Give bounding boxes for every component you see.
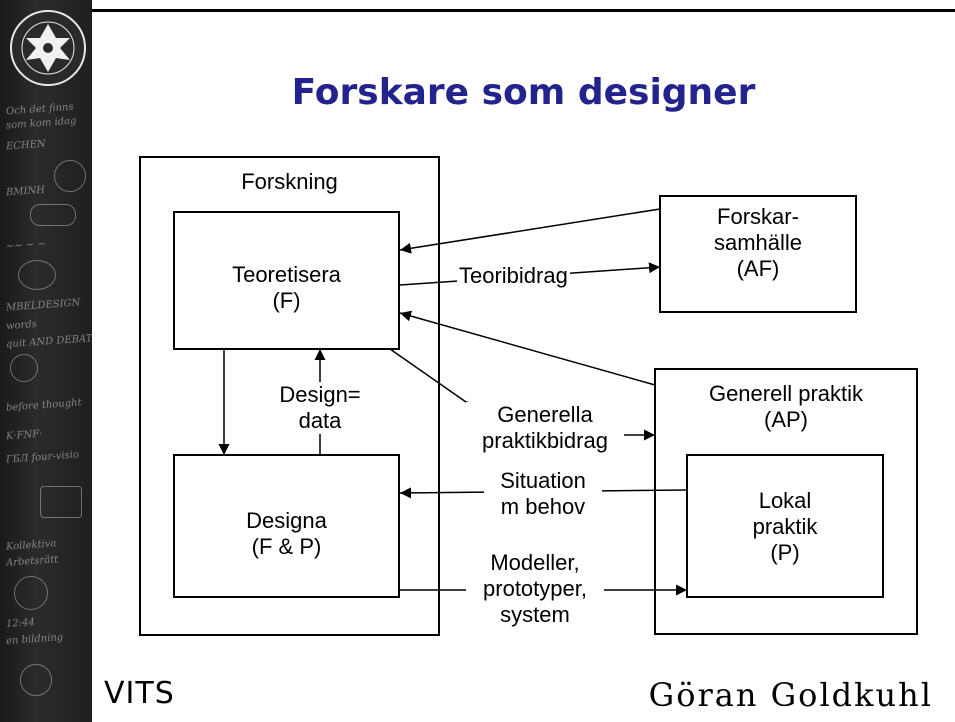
teoretisera-title: Teoretisera (232, 262, 341, 287)
teoretisera-code: (F) (272, 288, 301, 313)
designa-box (173, 454, 400, 598)
generell-praktik-title: Generell praktik (708, 381, 864, 406)
generell-praktik-box (654, 368, 918, 635)
lokal-praktik-line2: praktik (752, 514, 818, 539)
modeller-line3: system (500, 602, 570, 627)
generell-praktik-code: (AP) (764, 407, 808, 432)
forskning-box (139, 156, 440, 636)
arrow-forskarsamhalle-to-teoretisera (399, 208, 661, 254)
teoribidrag-label: Teoribidrag (457, 263, 570, 289)
teoretisera-label: Teoretisera (F) (174, 262, 399, 314)
designa-title: Designa (246, 508, 327, 533)
lokal-praktik-label: Lokal praktik (P) (687, 488, 883, 566)
modeller-label: Modeller, prototyper, system (466, 550, 604, 628)
footer-vits: VITS (104, 676, 175, 711)
generell-praktik-label: Generell praktik (AP) (655, 381, 917, 433)
generella-praktikbidrag-label: Generella praktikbidrag (466, 402, 624, 454)
situation-line1: Situation (500, 468, 586, 493)
lokal-praktik-code: (P) (770, 540, 800, 565)
lokal-praktik-box (686, 454, 884, 598)
designa-label: Designa (F & P) (174, 508, 399, 560)
generella-line1: Generella (497, 402, 593, 427)
lokal-praktik-line1: Lokal (758, 488, 812, 513)
decorative-sidebar: Och det finns som kom idag ECHEN BMINH ~… (0, 0, 92, 722)
design-data-label: Design= data (262, 382, 378, 434)
title-rule (92, 9, 955, 12)
modeller-line2: prototyper, (483, 576, 587, 601)
forskarsamhalle-label: Forskar- samhälle (AF) (660, 204, 856, 282)
forskarsamhalle-line2: samhälle (713, 230, 803, 255)
modeller-line1: Modeller, (490, 550, 580, 575)
university-seal-icon (10, 10, 86, 86)
designa-code: (F & P) (251, 534, 322, 559)
forskarsamhalle-box (659, 195, 857, 313)
forskning-label: Forskning (241, 169, 338, 194)
situation-behov-label: Situation m behov (484, 468, 602, 520)
footer-author: Göran Goldkuhl (648, 676, 933, 714)
forskarsamhalle-code: (AF) (736, 256, 780, 281)
forskarsamhalle-line1: Forskar- (717, 204, 799, 229)
teoretisera-box (173, 211, 400, 350)
design-data-line1: Design= (279, 382, 361, 407)
design-data-line2: data (298, 408, 342, 433)
situation-line2: m behov (500, 494, 586, 519)
page-title: Forskare som designer (291, 72, 756, 113)
generella-line2: praktikbidrag (482, 428, 608, 453)
arrow-generell-to-teoretisera (399, 310, 656, 386)
